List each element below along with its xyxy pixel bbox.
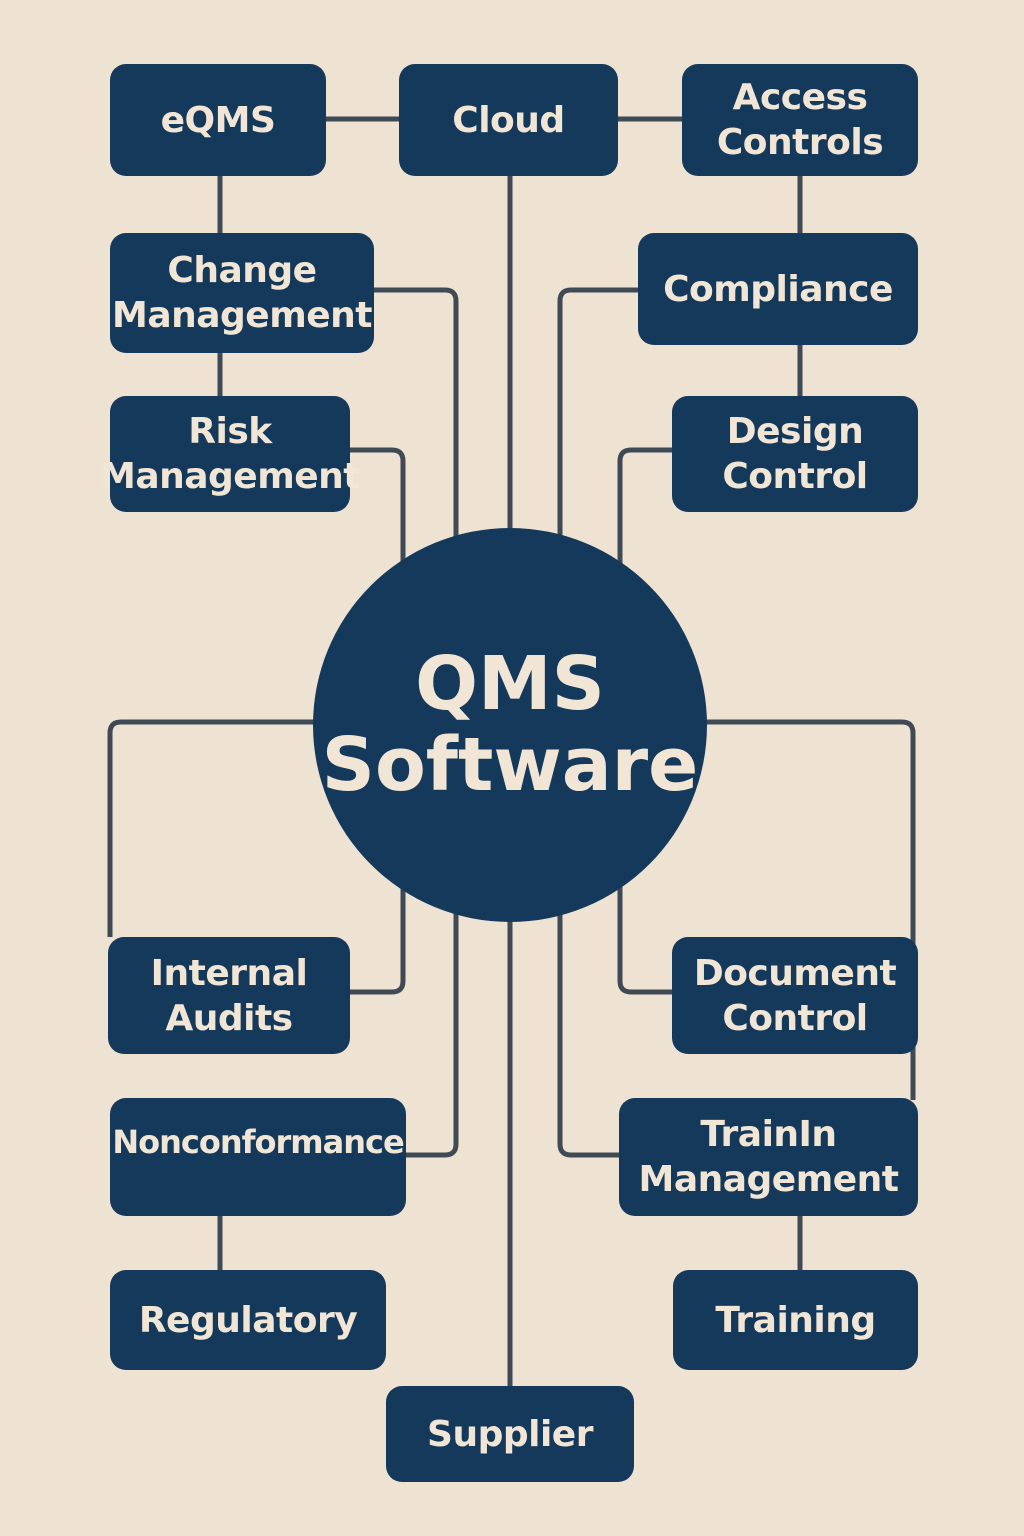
node-cloud[interactable]: Cloud bbox=[399, 64, 618, 176]
hub-title-line2: Software bbox=[321, 722, 699, 808]
node-trainin-management[interactable]: TrainIn Management bbox=[619, 1098, 918, 1216]
node-change-management[interactable]: Change Management bbox=[110, 233, 374, 353]
link-hub-audits bbox=[107, 719, 320, 937]
node-eqms[interactable]: eQMS bbox=[110, 64, 326, 176]
node-internal-audits[interactable]: Internal Audits bbox=[108, 937, 350, 1054]
link-trainin-hub bbox=[557, 900, 619, 1158]
hub-qms-software[interactable]: QMS Software bbox=[313, 528, 707, 922]
link-noncon-hub bbox=[406, 900, 459, 1158]
node-risk-management[interactable]: Risk Management bbox=[100, 396, 361, 512]
node-nonconformance[interactable]: Nonconformance bbox=[110, 1098, 406, 1216]
node-supplier[interactable]: Supplier bbox=[386, 1386, 634, 1482]
link-risk-hub bbox=[350, 447, 406, 570]
link-compliance-hub bbox=[557, 287, 638, 545]
node-compliance[interactable]: Compliance bbox=[638, 233, 918, 345]
node-training[interactable]: Training bbox=[673, 1270, 918, 1370]
link-audits-hub bbox=[350, 880, 406, 995]
link-hub-document bbox=[700, 719, 916, 1100]
node-regulatory[interactable]: Regulatory bbox=[110, 1270, 386, 1370]
node-document-control[interactable]: Document Control bbox=[672, 937, 918, 1054]
node-design-control[interactable]: Design Control bbox=[672, 396, 918, 512]
hub-title-line1: QMS bbox=[415, 640, 605, 727]
node-access-controls[interactable]: Access Controls bbox=[682, 64, 918, 176]
link-design-hub bbox=[617, 447, 672, 570]
link-document-hub bbox=[617, 880, 672, 995]
link-change-hub bbox=[374, 287, 459, 545]
